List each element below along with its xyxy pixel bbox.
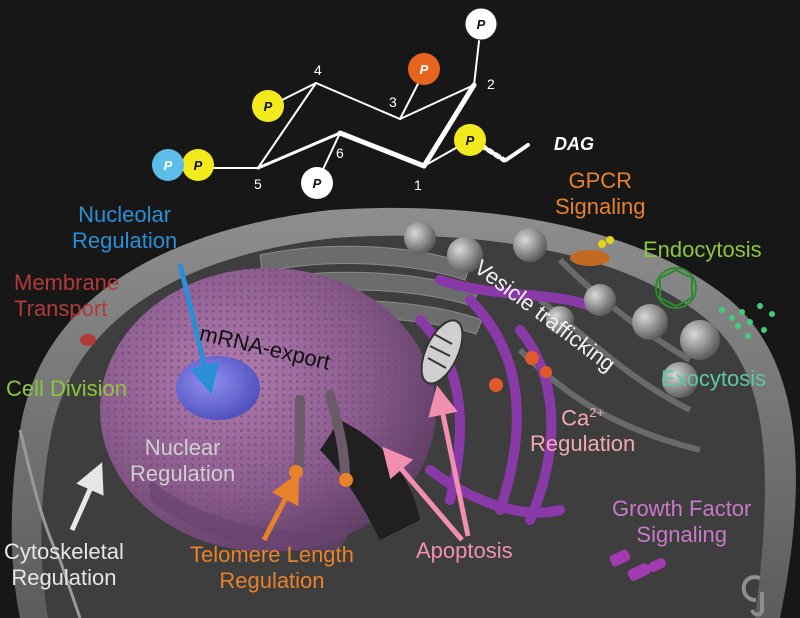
ca-regulation-label: Ca2+ Regulation bbox=[530, 400, 635, 457]
gpcr-signaling-label: GPCR Signaling bbox=[555, 168, 646, 220]
gpcr-line2: Signaling bbox=[555, 194, 646, 219]
apoptosis-label: Apoptosis bbox=[416, 538, 513, 563]
cell-cut-edge bbox=[18, 429, 82, 618]
apoptosis-arrow-2 bbox=[382, 446, 464, 542]
carbon-number-4: 4 bbox=[314, 62, 322, 78]
carbon-number-3: 3 bbox=[389, 94, 397, 110]
ca-charge: 2+ bbox=[589, 405, 605, 420]
vesicles bbox=[404, 222, 720, 398]
phosphate-group-1: P bbox=[454, 124, 486, 156]
phosphate-group-5a: P bbox=[152, 149, 184, 181]
telomere-length-regulation-label: Telomere Length Regulation bbox=[190, 542, 354, 594]
carbon-number-1: 1 bbox=[414, 177, 422, 193]
carbon-number-5: 5 bbox=[254, 176, 262, 192]
growth-factor-receptors bbox=[609, 549, 666, 581]
membrane-line2: Transport bbox=[14, 296, 108, 321]
nuclear-line1: Nuclear bbox=[144, 435, 221, 460]
nucleolar-line1: Nucleolar bbox=[78, 202, 172, 227]
clathrin-cage bbox=[655, 267, 697, 309]
cytoskeletal-line2: Regulation bbox=[11, 565, 117, 590]
cell-division-label: Cell Division bbox=[6, 376, 128, 401]
gpcr-line1: GPCR bbox=[568, 168, 633, 193]
nucleolar-line2: Regulation bbox=[72, 228, 178, 253]
nucleolar-arrow bbox=[177, 263, 220, 395]
phosphate-group-6: P bbox=[301, 167, 333, 199]
nucleolar-regulation-label: Nucleolar Regulation bbox=[72, 202, 177, 254]
exocytosed-particles bbox=[719, 303, 775, 339]
svg-text:P: P bbox=[477, 17, 486, 32]
gpcr-receptors bbox=[570, 236, 614, 266]
svg-text:P: P bbox=[420, 62, 429, 77]
ca-regulators bbox=[489, 351, 552, 392]
telomere-line2: Regulation bbox=[219, 568, 325, 593]
nucleus bbox=[100, 268, 436, 552]
svg-text:P: P bbox=[194, 158, 203, 173]
phosphate-group-4: P bbox=[252, 90, 284, 122]
cytoskeletal-arrow bbox=[69, 462, 104, 532]
telomere-left bbox=[289, 465, 303, 479]
membrane-transporter bbox=[80, 334, 96, 346]
cytoskeletal-line1: Cytoskeletal bbox=[4, 539, 124, 564]
membrane-line1: Membrane bbox=[14, 270, 120, 295]
phosphate-group-2: P bbox=[464, 7, 498, 41]
svg-text:P: P bbox=[164, 158, 173, 173]
carbon-number-2: 2 bbox=[487, 76, 495, 92]
carbon-number-6: 6 bbox=[336, 145, 344, 161]
ca-regulation-line: Regulation bbox=[530, 431, 636, 457]
svg-text:P: P bbox=[313, 176, 322, 191]
phosphate-group-3: P bbox=[408, 53, 440, 85]
nuclear-regulation-label: Nuclear Regulation bbox=[130, 435, 235, 487]
svg-text:P: P bbox=[466, 133, 475, 148]
telomere-line1: Telomere Length bbox=[190, 542, 354, 567]
growth-factor-signaling-label: Growth Factor Signaling bbox=[612, 496, 751, 548]
growth-line2: Signaling bbox=[636, 522, 727, 547]
mitochondrion bbox=[420, 319, 464, 385]
endocytosis-label: Endocytosis bbox=[643, 237, 762, 262]
membrane-transport-label: Membrane Transport bbox=[14, 270, 119, 322]
cytoskeletal-regulation-label: Cytoskeletal Regulation bbox=[4, 539, 124, 591]
telomere-arrow bbox=[261, 472, 299, 542]
ca-ion-line: Ca2+ bbox=[530, 400, 635, 431]
exocytosis-label: Exocytosis bbox=[661, 366, 767, 391]
cb-logo bbox=[741, 575, 764, 617]
ca-symbol: Ca bbox=[561, 405, 590, 431]
growth-line1: Growth Factor bbox=[612, 496, 752, 521]
svg-text:P: P bbox=[264, 99, 273, 114]
nucleolus bbox=[176, 356, 260, 420]
telomere-right bbox=[339, 473, 353, 487]
dag-label: DAG bbox=[554, 134, 594, 154]
phosphate-group-5b: P bbox=[182, 149, 214, 181]
apoptosis-arrow-1 bbox=[428, 385, 471, 537]
nuclear-line2: Regulation bbox=[130, 461, 236, 486]
